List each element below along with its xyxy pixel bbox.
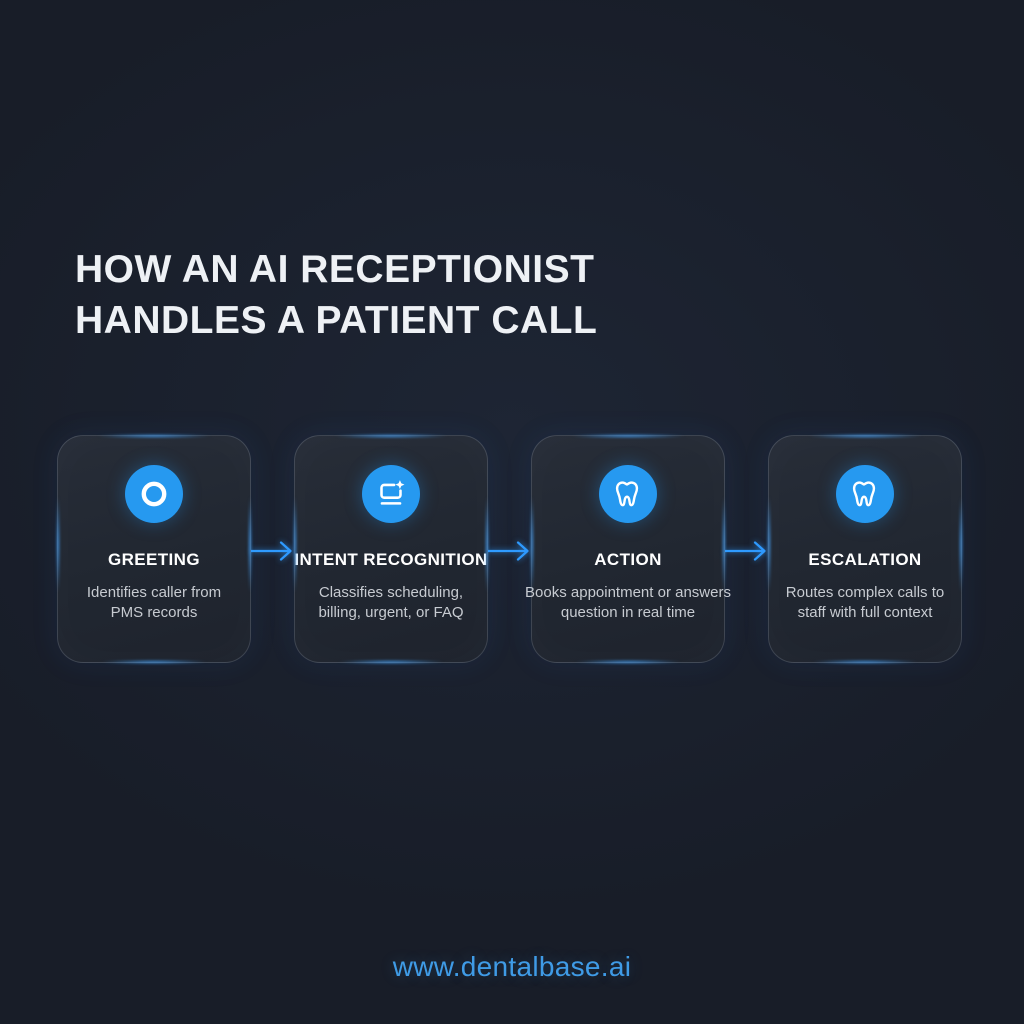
step-description-line: PMS records (110, 604, 198, 621)
tooth-icon (615, 481, 639, 507)
step-description-line: question in real time (560, 604, 696, 621)
screen-sparkle-icon (380, 480, 405, 505)
step-title: INTENT RECOGNITION (294, 550, 488, 569)
step-description-line: Routes complex calls to (785, 584, 945, 601)
page-title: HOW AN AI RECEPTIONIST HANDLES A PATIENT… (75, 244, 597, 346)
step-description-line: billing, urgent, or FAQ (318, 604, 464, 621)
circle-ring-icon (141, 481, 167, 507)
step-description: Routes complex calls to staff with full … (786, 583, 944, 623)
glow-accent (959, 494, 963, 595)
step-description: Classifies scheduling, billing, urgent, … (318, 583, 463, 623)
glow-accent (293, 494, 297, 595)
page-title-line-2: HANDLES A PATIENT CALL (75, 299, 598, 342)
step-title: ACTION (594, 550, 662, 569)
flow-arrow-icon (251, 538, 294, 564)
glow-accent (56, 494, 60, 595)
glow-accent (248, 494, 252, 595)
step-card-escalation: ESCALATION Routes complex calls to staff… (767, 434, 963, 664)
website-link[interactable]: www.dentalbase.ai (392, 951, 632, 982)
step-description-line: staff with full context (797, 604, 933, 621)
step-icon-badge (836, 465, 894, 523)
glow-accent (100, 660, 208, 664)
step-card-action: ACTION Books appointment or answers ques… (525, 434, 731, 664)
glow-accent (807, 434, 923, 438)
glow-accent (811, 660, 919, 664)
step-description-line: Books appointment or answers (525, 584, 731, 601)
tooth-icon (852, 481, 876, 507)
glow-accent (570, 434, 686, 438)
glow-accent (574, 660, 682, 664)
glow-accent (333, 434, 449, 438)
process-flow: GREETING Identifies caller from PMS reco… (56, 434, 963, 665)
page-title-line-1: HOW AN AI RECEPTIONIST (75, 248, 595, 291)
step-icon-badge (125, 465, 183, 523)
glow-accent (96, 434, 212, 438)
step-description: Books appointment or answers question in… (525, 583, 731, 623)
footer: www.dentalbase.ai (0, 951, 1024, 983)
glow-accent (530, 494, 534, 595)
flow-arrow-icon (725, 538, 768, 564)
step-description-line: Classifies scheduling, (318, 584, 464, 601)
flow-arrow-icon (488, 538, 531, 564)
step-icon-badge (362, 465, 420, 523)
step-card-intent-recognition: INTENT RECOGNITION Classifies scheduling… (293, 434, 489, 664)
step-card-greeting: GREETING Identifies caller from PMS reco… (56, 434, 252, 664)
glow-accent (337, 660, 445, 664)
step-description: Identifies caller from PMS records (87, 583, 221, 623)
step-title: GREETING (108, 550, 200, 569)
step-title: ESCALATION (808, 550, 922, 569)
glow-accent (485, 494, 489, 595)
glow-accent (767, 494, 771, 595)
step-icon-badge (599, 465, 657, 523)
step-description-line: Identifies caller from (86, 584, 222, 601)
glow-accent (722, 494, 726, 595)
